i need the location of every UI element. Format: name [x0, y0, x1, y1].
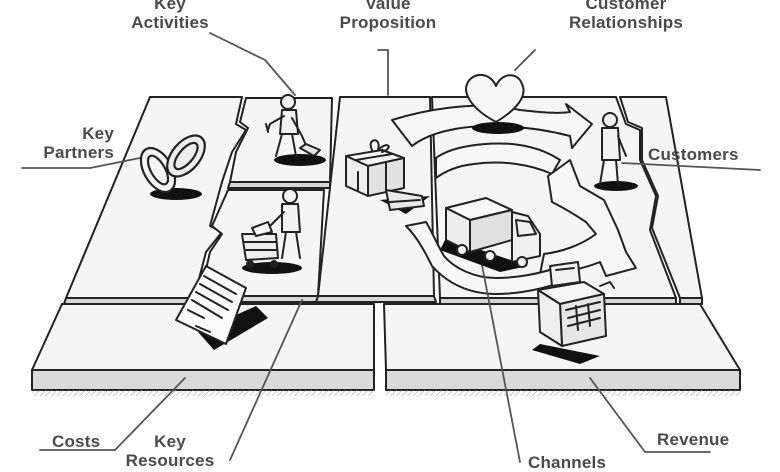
key-resources-label-line1: Key	[154, 432, 186, 451]
value-proposition-block	[315, 96, 437, 303]
key-activities-label-line1: Key	[154, 0, 186, 13]
relationship-loop-arrows	[391, 103, 637, 295]
key-resources-label: Key Resources	[114, 432, 226, 470]
callout-lines	[21, 32, 761, 463]
customers-label: Customers	[648, 145, 739, 164]
board-edge-shadow	[32, 390, 374, 396]
customer-relationships-label-line2: Relationships	[568, 13, 684, 32]
channels-label: Channels	[528, 453, 607, 472]
value-proposition-label-line1: Value	[365, 0, 411, 13]
key-activities-label: Key Activities	[118, 0, 222, 32]
rings-icon	[139, 134, 206, 200]
costs-label: Costs	[52, 432, 101, 451]
customer-relationships-label-line1: Customer	[585, 0, 667, 13]
delivery-truck-icon	[440, 197, 541, 272]
customer-relationships-label: Customer Relationships	[556, 0, 696, 32]
key-activities-label-line2: Activities	[131, 13, 209, 32]
gift-cart-icon	[345, 139, 430, 214]
heart-icon	[465, 74, 525, 134]
customer-person-icon	[594, 112, 638, 191]
digging-person-icon	[265, 94, 326, 166]
revenue-label: Revenue	[657, 430, 730, 449]
invoice-document-icon	[175, 265, 268, 350]
key-partners-label-line2: Partners	[43, 143, 114, 162]
customers-block	[619, 96, 703, 305]
board-edge-shadow	[386, 390, 740, 396]
value-proposition-label-line2: Proposition	[339, 13, 437, 32]
cash-register-icon	[532, 261, 615, 364]
key-resources-label-line2: Resources	[125, 451, 215, 470]
key-partners-label-line1: Key	[82, 124, 114, 143]
person-with-cart-icon	[241, 188, 302, 274]
value-proposition-label: Value Proposition	[326, 0, 450, 32]
key-partners-label: Key Partners	[20, 124, 114, 162]
